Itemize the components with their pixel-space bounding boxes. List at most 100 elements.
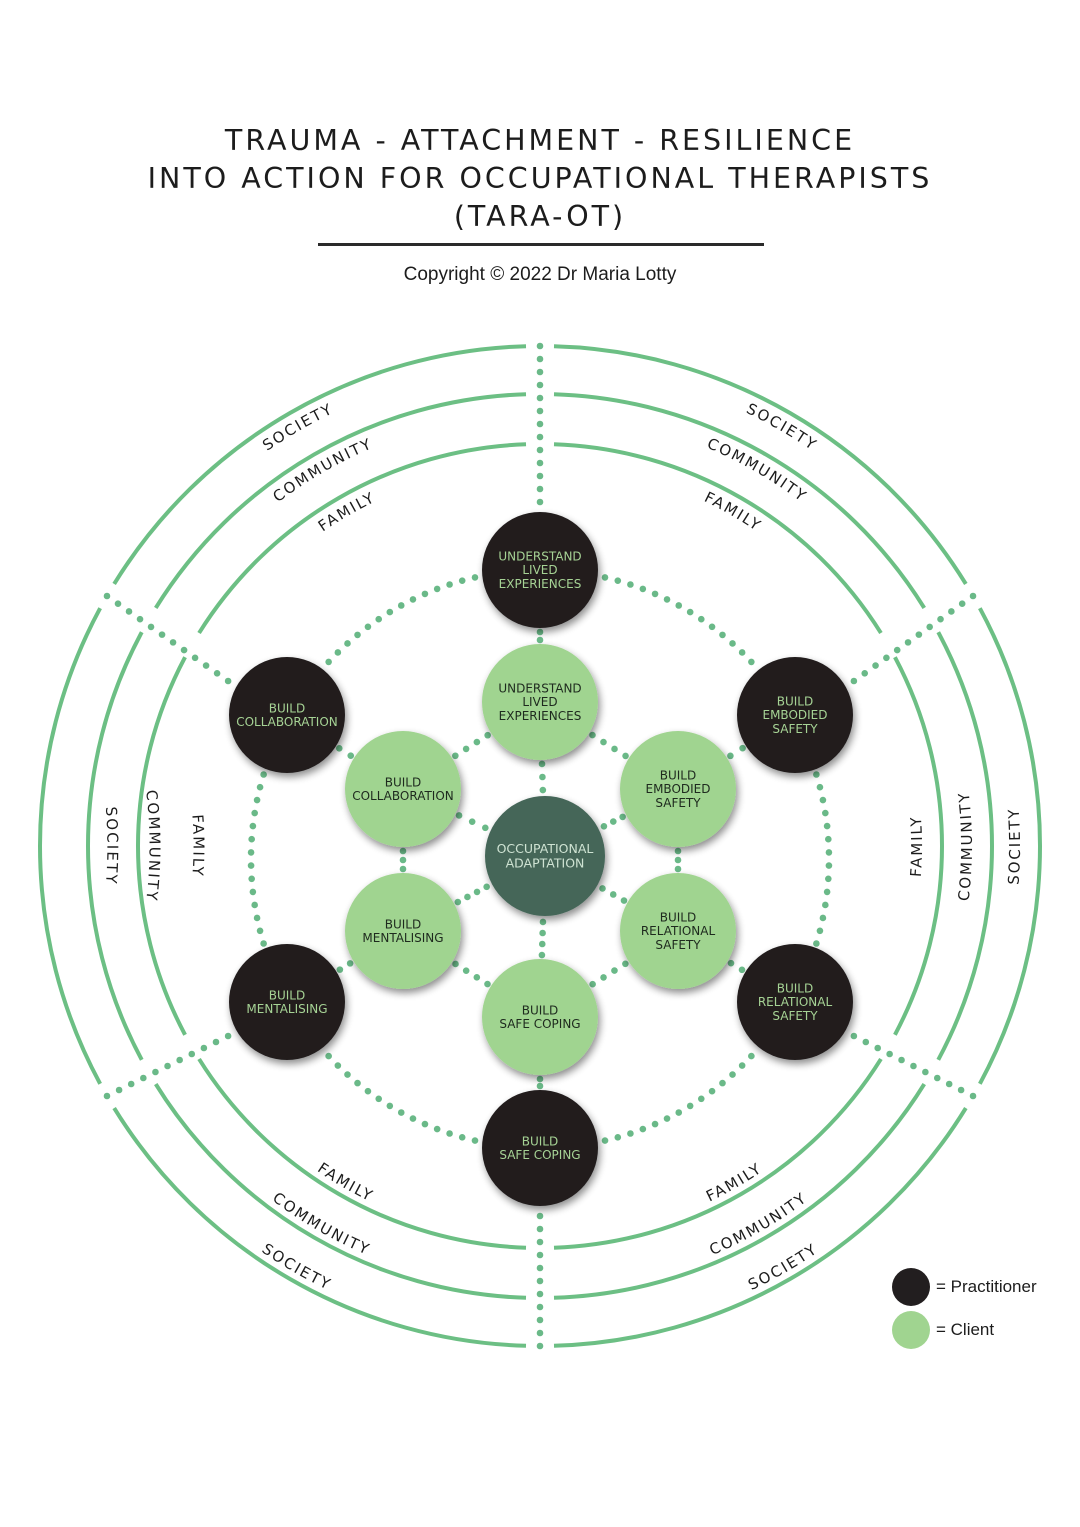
society-ring-arc bbox=[553, 344, 968, 586]
practitioner-node-upper-right-label: BUILD bbox=[777, 694, 813, 708]
radial-dotted-spoke bbox=[536, 459, 544, 467]
inner-dotted-edge bbox=[399, 856, 407, 864]
legend-practitioner-swatch bbox=[892, 1268, 930, 1306]
outer-dotted-arc bbox=[823, 888, 831, 896]
family-ring-arc bbox=[553, 1057, 883, 1250]
outer-dotted-arc bbox=[458, 577, 466, 584]
inner-dotted-edge bbox=[674, 856, 682, 864]
outer-dotted-spoke bbox=[739, 744, 746, 752]
radial-dotted-spoke bbox=[224, 677, 232, 685]
inner-dotted-edge bbox=[600, 974, 607, 981]
radial-dotted-spoke bbox=[861, 669, 869, 677]
radial-dotted-spoke bbox=[536, 1329, 544, 1337]
center-dotted-spoke bbox=[468, 818, 476, 825]
radial-dotted-spoke bbox=[872, 662, 879, 669]
copyright-text: Copyright © 2022 Dr Maria Lotty bbox=[403, 264, 677, 285]
outer-dotted-arc bbox=[344, 640, 351, 647]
radial-dotted-spoke bbox=[115, 1086, 123, 1094]
radial-dotted-spoke bbox=[948, 608, 955, 615]
outer-dotted-arc bbox=[708, 623, 716, 631]
outer-dotted-arc bbox=[409, 1115, 417, 1122]
family-ring-arc bbox=[197, 1057, 527, 1250]
practitioner-node-top-label: LIVED bbox=[522, 563, 557, 577]
practitioner-node-lower-right-label: BUILD bbox=[777, 981, 813, 995]
outer-dotted-arc bbox=[386, 1102, 394, 1110]
outer-dotted-arc bbox=[256, 783, 264, 791]
practitioner-node-top-circle bbox=[482, 512, 598, 628]
radial-dotted-spoke bbox=[926, 623, 933, 631]
center-dotted-spoke bbox=[539, 773, 546, 781]
practitioner-node-lower-right-label: SAFETY bbox=[772, 1009, 818, 1023]
outer-dotted-arc bbox=[614, 577, 622, 584]
outer-dotted-arc bbox=[325, 658, 332, 666]
outer-dotted-arc bbox=[686, 608, 694, 616]
radial-dotted-spoke bbox=[536, 498, 544, 506]
community-ring-arc bbox=[553, 1082, 926, 1300]
family-label: FAMILY bbox=[188, 814, 207, 878]
radial-dotted-spoke bbox=[536, 394, 544, 402]
radial-dotted-spoke bbox=[536, 342, 544, 350]
client-node-bottom-circle bbox=[482, 959, 598, 1075]
outer-dotted-arc bbox=[260, 940, 267, 947]
outer-dotted-arc bbox=[639, 1125, 647, 1133]
client-node-upper-left-label: COLLABORATION bbox=[352, 789, 454, 803]
family-ring-arc bbox=[553, 442, 883, 635]
outer-dotted-arc bbox=[627, 581, 634, 588]
center-dotted-spoke bbox=[620, 897, 628, 904]
client-node-upper-right-label: EMBODIED bbox=[645, 782, 710, 796]
client-node-lower-right-label: RELATIONAL bbox=[641, 924, 716, 938]
practitioner-node-lower-left-label: MENTALISING bbox=[246, 1002, 327, 1016]
center-node-occupational-adaptation-circle bbox=[485, 796, 605, 916]
outer-dotted-spoke bbox=[536, 1082, 544, 1090]
outer-dotted-arc bbox=[471, 1137, 479, 1144]
radial-dotted-spoke bbox=[536, 1290, 544, 1298]
radial-dotted-spoke bbox=[883, 654, 890, 662]
practitioner-node-upper-right-label: SAFETY bbox=[772, 722, 818, 736]
center-dotted-spoke bbox=[609, 891, 617, 898]
outer-dotted-arc bbox=[663, 1115, 671, 1122]
client-node-lower-right-label: BUILD bbox=[660, 910, 696, 924]
outer-dotted-arc bbox=[748, 658, 755, 666]
radial-dotted-spoke bbox=[202, 662, 210, 669]
radial-dotted-spoke bbox=[180, 646, 188, 654]
outer-dotted-arc bbox=[251, 901, 258, 909]
society-ring-arc bbox=[112, 1106, 527, 1348]
radial-dotted-spoke bbox=[536, 1316, 544, 1324]
outer-dotted-arc bbox=[651, 1120, 659, 1128]
legend-client-swatch bbox=[892, 1311, 930, 1349]
radial-dotted-spoke bbox=[922, 1068, 929, 1076]
outer-dotted-arc bbox=[601, 1137, 609, 1144]
radial-dotted-spoke bbox=[125, 608, 133, 615]
outer-dotted-arc bbox=[397, 602, 405, 609]
community-ring-arc bbox=[553, 392, 926, 610]
radial-dotted-spoke bbox=[536, 1238, 544, 1246]
center-dotted-spoke bbox=[609, 818, 617, 825]
radial-dotted-spoke bbox=[933, 1074, 941, 1082]
radial-dotted-spoke bbox=[536, 1342, 544, 1350]
center-node-occupational-adaptation-label: ADAPTATION bbox=[506, 856, 585, 871]
radial-dotted-spoke bbox=[114, 600, 122, 608]
inner-dotted-edge bbox=[462, 745, 470, 753]
radial-dotted-spoke bbox=[893, 646, 901, 654]
client-node-lower-left-label: MENTALISING bbox=[362, 931, 443, 945]
radial-dotted-spoke bbox=[536, 1264, 544, 1272]
center-dotted-spoke bbox=[539, 929, 546, 937]
radial-dotted-spoke bbox=[536, 420, 544, 428]
legend-practitioner: = Practitioner bbox=[892, 1268, 1037, 1306]
outer-dotted-arc bbox=[471, 574, 479, 581]
outer-dotted-arc bbox=[614, 1134, 622, 1141]
practitioner-node-top-label: EXPERIENCES bbox=[499, 577, 582, 591]
outer-dotted-arc bbox=[738, 649, 746, 656]
practitioner-node-lower-left-label: BUILD bbox=[269, 988, 305, 1002]
radial-dotted-spoke bbox=[536, 1251, 544, 1259]
outer-dotted-arc bbox=[627, 1130, 634, 1137]
outer-dotted-arc bbox=[458, 1134, 466, 1141]
community-ring-arc bbox=[154, 1082, 527, 1300]
outer-dotted-spoke bbox=[536, 636, 544, 644]
client-node-upper-left-circle bbox=[345, 731, 461, 847]
radial-dotted-spoke bbox=[536, 407, 544, 415]
